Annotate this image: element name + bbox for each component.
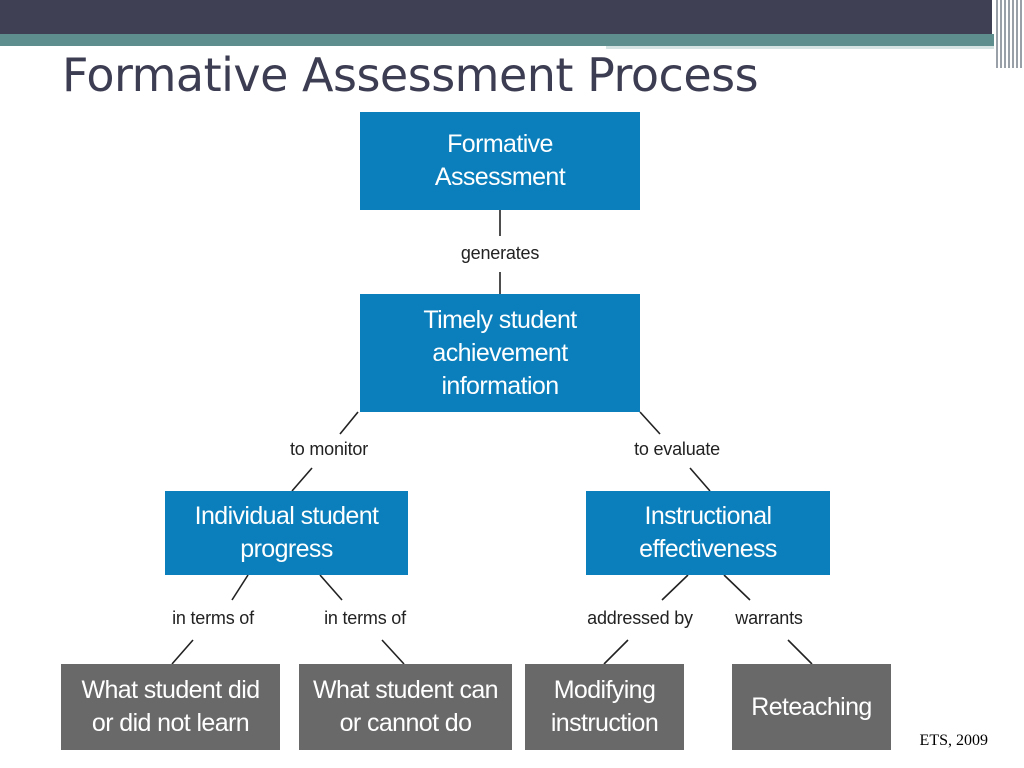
source-credit: ETS, 2009 [919,732,988,749]
node-text-line: Reteaching [751,692,872,721]
header-white-line [0,46,606,48]
connector-addressed-top [661,574,689,601]
edge-label-addressed-by: addressed by [584,608,696,629]
node-formative-assessment: Formative Assessment [360,112,640,210]
connector-terms1-bottom [171,639,194,665]
node-text-line: Assessment [434,163,566,191]
node-text-line: Modifying [553,676,656,704]
node-text-line: Timely student [423,305,577,334]
header-dark-band [0,0,992,34]
node-text-line: information [441,371,559,400]
connector-monitor-top [339,411,359,435]
connector-evaluate-bottom [689,467,711,492]
node-modifying-instruction: Modifying instruction [525,664,684,750]
node-reteaching: Reteaching [732,664,891,750]
node-text-line: progress [240,535,333,563]
node-what-student-can-or-cannot-do: What student can or cannot do [299,664,512,750]
connector-evaluate-top [639,411,661,435]
node-text-line: or cannot do [339,709,472,737]
node-timely-student-achievement-information: Timely student achievement information [360,294,640,412]
node-text-line: effectiveness [639,535,777,563]
connector-terms2-top [319,574,343,601]
connector-terms2-bottom [381,639,405,665]
node-text-line: What student did [81,676,260,704]
edge-label-generates: generates [457,243,543,264]
connector-warrants-bottom [787,639,813,665]
connector-addressed-bottom [603,639,629,665]
connector-terms1-top [231,574,249,601]
node-text-line: Formative [447,130,553,158]
node-instructional-effectiveness: Instructional effectiveness [586,491,830,575]
edge-label-to-monitor: to monitor [286,439,372,460]
node-text-line: Instructional [644,502,772,530]
node-individual-student-progress: Individual student progress [165,491,408,575]
slide-title: Formative Assessment Process [62,48,759,102]
node-text-line: Individual student [194,502,379,530]
header-teal-band [0,34,1024,46]
header-vertical-stripes [994,0,1024,68]
slide-header-decoration [0,0,1024,49]
node-text-line: What student can [313,676,499,704]
connector-monitor-bottom [291,467,313,492]
connector-warrants-top [723,574,751,601]
edge-label-in-terms-of-left: in terms of [169,608,257,629]
header-accent-line [606,46,994,49]
edge-label-in-terms-of-right: in terms of [321,608,409,629]
edge-label-warrants: warrants [732,608,806,629]
node-text-line: or did not learn [91,709,250,737]
node-what-student-did-or-did-not-learn: What student did or did not learn [61,664,280,750]
node-text-line: instruction [550,709,659,737]
node-text-line: achievement [432,338,568,367]
edge-label-to-evaluate: to evaluate [631,439,723,460]
